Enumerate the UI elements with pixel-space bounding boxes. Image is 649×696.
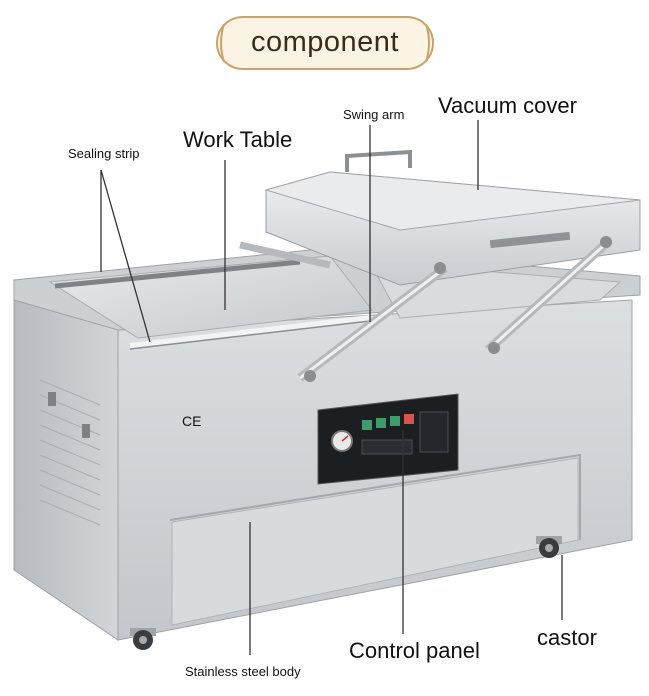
- label-vacuum-cover: Vacuum cover: [438, 93, 577, 118]
- title-badge-frame: [216, 16, 434, 70]
- arm-pivot: [600, 236, 612, 248]
- vacuum-cover-top: [264, 171, 641, 231]
- page-title: component: [251, 26, 399, 58]
- arm-pivot: [304, 370, 316, 382]
- swing-arm-back: [239, 241, 331, 269]
- castor-left: [130, 628, 156, 650]
- label-work-table: Work Table: [183, 127, 293, 152]
- door-seam: [169, 453, 581, 540]
- title-badge: component: [214, 14, 436, 72]
- sealing-strip-back: [54, 259, 301, 289]
- label-control-panel: Control panel: [349, 638, 480, 663]
- castor-right: [536, 536, 562, 558]
- label-swing-arm: Swing arm: [343, 107, 405, 122]
- label-sealing-strip: Sealing strip: [68, 146, 140, 161]
- arm-pivot: [488, 342, 500, 354]
- label-castor: castor: [537, 625, 597, 650]
- lid-front-handle: [489, 231, 571, 249]
- side-latch: [82, 424, 90, 438]
- lid-handle: [345, 149, 412, 172]
- control-buttons: [361, 411, 449, 455]
- ce-mark: CE: [182, 413, 202, 429]
- cabinet-side-panel: [13, 279, 119, 641]
- sealing-strip-front: [129, 315, 371, 349]
- label-stainless-steel-body: Stainless steel body: [185, 664, 301, 679]
- lower-door: [171, 457, 579, 626]
- leader-lines: [100, 120, 563, 655]
- arm-pivot: [434, 262, 446, 274]
- side-latch: [48, 392, 56, 406]
